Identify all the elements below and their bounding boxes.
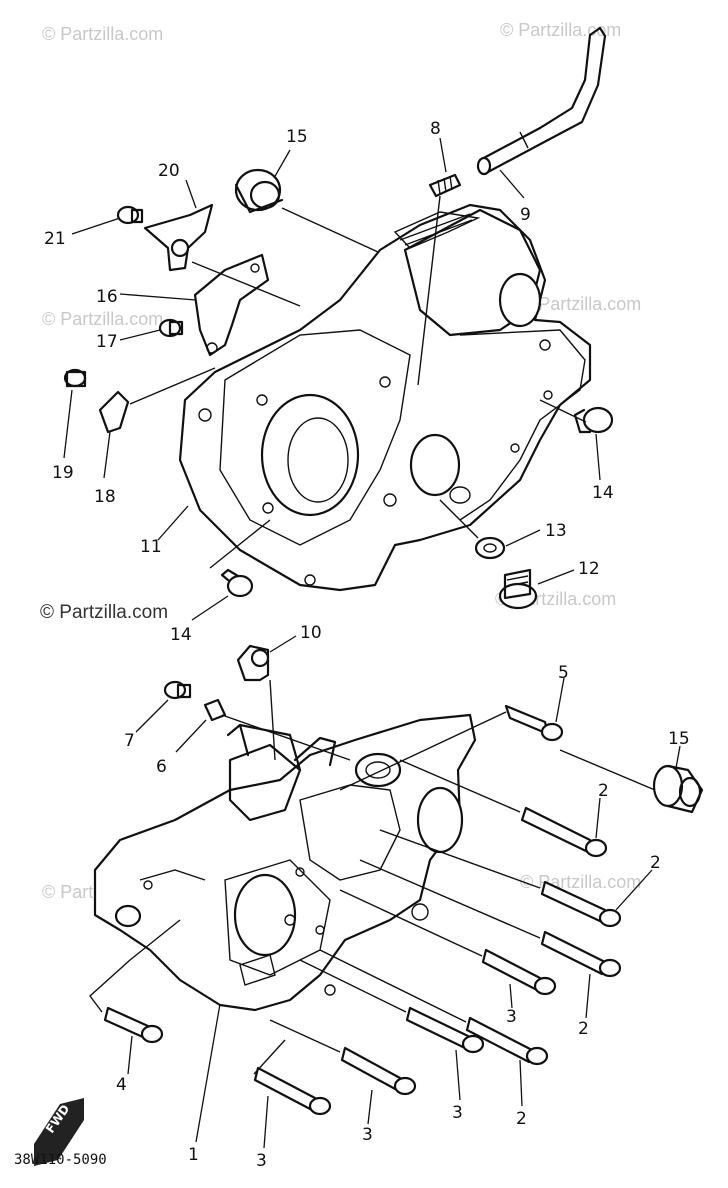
callout-1: 1 (188, 1145, 199, 1165)
callout-10: 10 (300, 623, 322, 643)
plate-10 (236, 644, 270, 682)
bolt-2c (540, 930, 622, 978)
callout-5: 5 (558, 663, 569, 683)
bracket (143, 203, 214, 272)
bolt-3c (340, 1046, 417, 1096)
crankcase-cover-right (178, 203, 592, 592)
callout-3-a: 3 (506, 1007, 517, 1027)
screw-21 (116, 205, 144, 225)
callout-18: 18 (94, 487, 116, 507)
clip-18 (98, 390, 130, 434)
callout-2-c: 2 (578, 1019, 589, 1039)
bolt-3b (405, 1006, 485, 1054)
callout-14-left: 14 (170, 625, 192, 645)
callout-4: 4 (116, 1075, 127, 1095)
callout-14-right: 14 (592, 483, 614, 503)
gasket (193, 253, 270, 357)
dowel-pin-left (220, 568, 254, 598)
dowel-pin-right (573, 406, 614, 434)
callout-2-d: 2 (516, 1109, 527, 1129)
callout-11: 11 (140, 537, 162, 557)
diagram-code: 38W110-5090 (14, 1152, 107, 1168)
plug-19 (63, 368, 87, 388)
leader-lines (63, 137, 681, 1149)
oil-seal-lower (652, 764, 704, 814)
oil-seal-upper (234, 168, 284, 214)
bolt-2d (465, 1016, 549, 1066)
clip-6 (203, 698, 227, 722)
callout-3-d: 3 (256, 1151, 267, 1171)
callout-19: 19 (52, 463, 74, 483)
callout-13: 13 (545, 521, 567, 541)
screw-17 (158, 318, 184, 338)
callout-15-lower: 15 (668, 729, 690, 749)
callout-3-c: 3 (362, 1125, 373, 1145)
watermark-top-left: © Partzilla.com (42, 24, 163, 44)
bolt-3d (253, 1066, 332, 1116)
bolt-2b (540, 880, 622, 928)
watermark-mid-left: © Partzilla.com (42, 309, 163, 329)
callout-15-upper: 15 (286, 127, 308, 147)
watermark-center-left: © Partzilla.com (40, 602, 168, 623)
callout-labels: 20 21 16 17 19 18 11 15 8 9 14 13 12 14 … (44, 119, 690, 1171)
callout-20: 20 (158, 161, 180, 181)
bolt-5 (504, 704, 564, 742)
callout-9: 9 (520, 205, 531, 225)
callout-8: 8 (430, 119, 441, 139)
callout-6: 6 (156, 757, 167, 777)
callout-17: 17 (96, 332, 118, 352)
bolt-4 (103, 1006, 164, 1044)
bolt-3a (481, 948, 557, 996)
bolt-2a (520, 806, 608, 858)
watermark-lower-right: © Partzilla.com (520, 872, 641, 892)
callout-16: 16 (96, 287, 118, 307)
breather-hose (476, 26, 607, 176)
callout-7: 7 (124, 731, 135, 751)
callout-2-b: 2 (650, 853, 661, 873)
drain-bolt (498, 568, 538, 610)
washer (474, 536, 506, 560)
crankcase (93, 713, 477, 1012)
watermark-mid-right: © Partzilla.com (520, 294, 641, 314)
screw-7 (163, 680, 192, 700)
callout-2-a: 2 (598, 781, 609, 801)
callout-12: 12 (578, 559, 600, 579)
watermark-top-right: © Partzilla.com (500, 20, 621, 40)
pipe-fitting (428, 173, 462, 198)
callout-21: 21 (44, 229, 66, 249)
callout-3-b: 3 (452, 1103, 463, 1123)
